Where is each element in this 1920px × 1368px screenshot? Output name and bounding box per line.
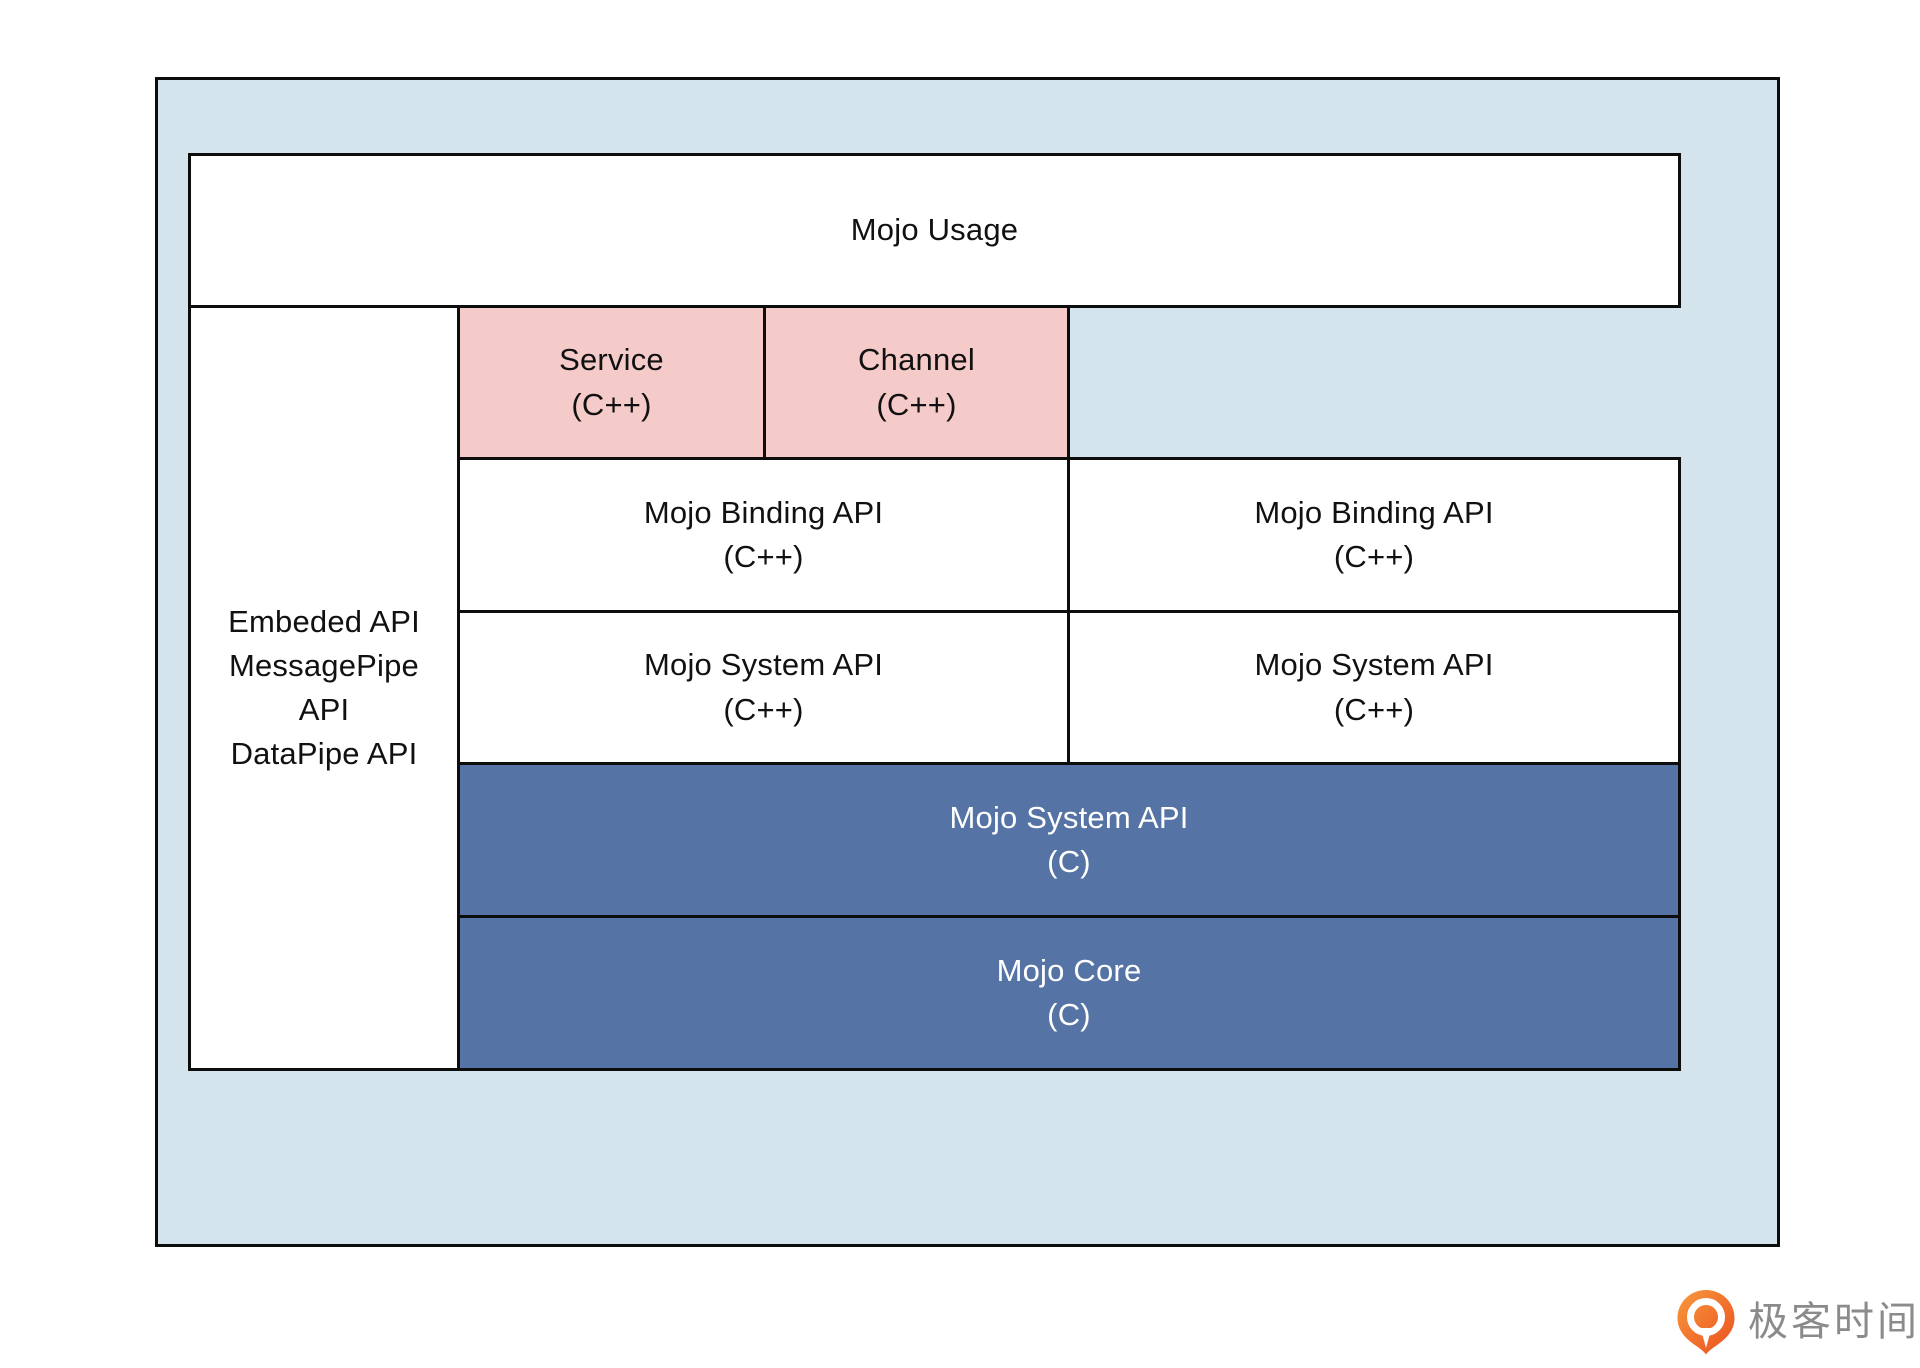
channel-box: Channel (C++) [763, 305, 1070, 460]
mojo-system-api-cpp-left-box: Mojo System API (C++) [457, 610, 1070, 765]
mojo-usage-label: Mojo Usage [850, 212, 1019, 248]
service-label: Service (C++) [559, 342, 664, 422]
mojo-system-api-c-box: Mojo System API (C) [457, 762, 1681, 918]
embedded-api-label: Embeded API MessagePipe API DataPipe API [228, 603, 420, 772]
mojo-binding-api-left-label: Mojo Binding API (C++) [643, 494, 884, 574]
geektime-watermark: 极客时间 [1674, 1288, 1920, 1356]
mojo-system-api-c-label: Mojo System API (C) [949, 799, 1189, 879]
channel-label: Channel (C++) [858, 342, 975, 422]
mojo-binding-api-right-box: Mojo Binding API (C++) [1067, 457, 1681, 613]
mojo-core-box: Mojo Core (C) [457, 915, 1681, 1071]
mojo-system-api-cpp-left-label: Mojo System API (C++) [643, 647, 884, 727]
mojo-usage-box: Mojo Usage [188, 153, 1681, 308]
mojo-system-api-cpp-right-box: Mojo System API (C++) [1067, 610, 1681, 765]
geektime-logo-text: 极客时间 [1748, 1300, 1920, 1344]
geektime-logo-icon [1677, 1290, 1735, 1355]
embedded-api-column: Embeded API MessagePipe API DataPipe API [188, 305, 460, 1071]
mojo-system-api-cpp-right-label: Mojo System API (C++) [1254, 647, 1494, 727]
mojo-binding-api-right-label: Mojo Binding API (C++) [1254, 494, 1494, 574]
mojo-core-label: Mojo Core (C) [996, 952, 1142, 1032]
mojo-binding-api-left-box: Mojo Binding API (C++) [457, 457, 1070, 613]
service-box: Service (C++) [457, 305, 766, 460]
